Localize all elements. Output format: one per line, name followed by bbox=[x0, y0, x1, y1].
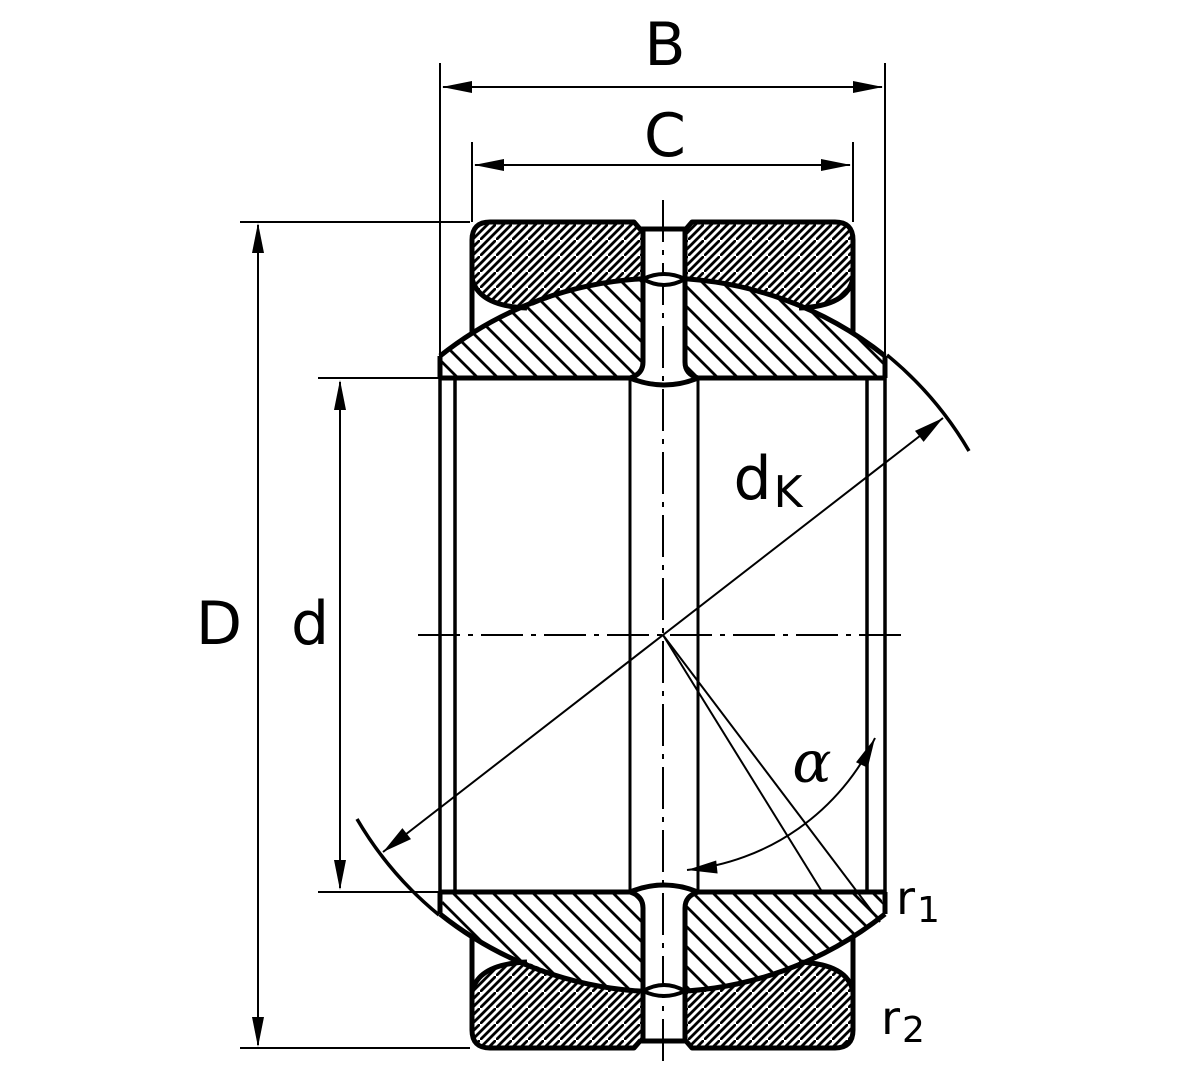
dim-label-d: d bbox=[290, 589, 330, 659]
outer-ring-section bbox=[472, 222, 853, 1048]
dimension-D bbox=[252, 223, 264, 1047]
sphere-arc-extensions bbox=[355, 353, 971, 917]
dimension-C bbox=[474, 159, 851, 171]
lube-hole-eyes bbox=[642, 272, 690, 998]
dimension-B bbox=[442, 81, 883, 93]
dim-label-D: D bbox=[195, 589, 243, 659]
alpha-leg-1 bbox=[662, 634, 822, 891]
dim-label-C: C bbox=[644, 101, 686, 171]
extension-lines bbox=[240, 63, 886, 1049]
dimension-d bbox=[334, 380, 346, 890]
dim-label-alpha: α bbox=[792, 728, 832, 796]
alpha-leg-2 bbox=[662, 634, 881, 923]
centerlines bbox=[418, 200, 908, 1065]
inner-ring-section bbox=[440, 279, 885, 991]
alpha-arc bbox=[686, 737, 876, 871]
dimension-alpha bbox=[662, 634, 881, 923]
dim-label-B: B bbox=[644, 10, 686, 80]
